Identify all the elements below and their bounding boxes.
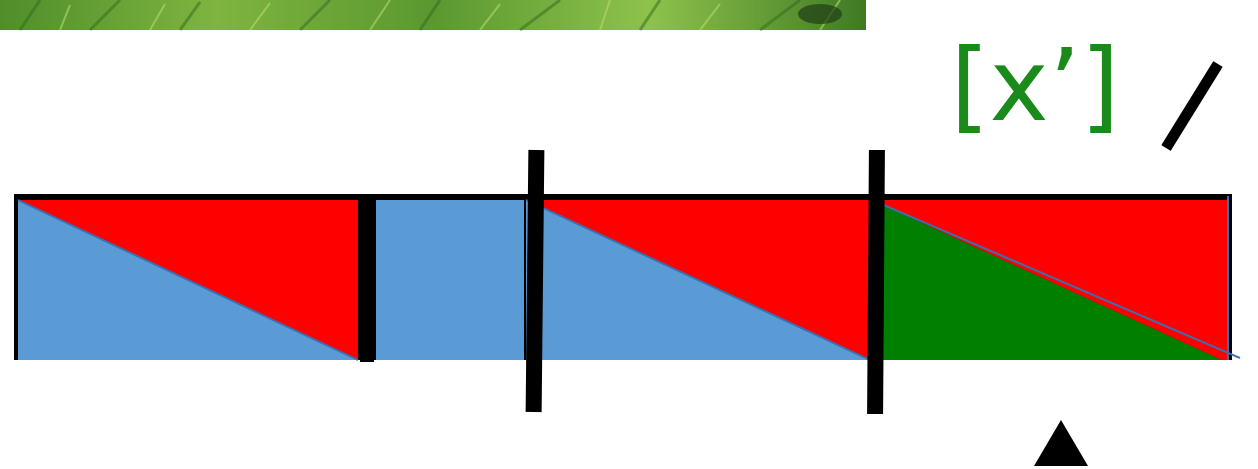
triangle-pointer-icon (1034, 420, 1088, 466)
segment-1 (18, 200, 358, 360)
boundary-marker-2 (526, 150, 545, 412)
boundary-marker-1 (360, 198, 374, 362)
grass-photo-fragment (0, 0, 866, 30)
segment-3 (526, 200, 870, 360)
slash-mark (1166, 64, 1218, 148)
segment-4 (872, 196, 1240, 360)
segment-2 (376, 200, 524, 360)
boundary-marker-3 (867, 150, 885, 414)
ipa-label: [xʼ] (940, 6, 1130, 166)
